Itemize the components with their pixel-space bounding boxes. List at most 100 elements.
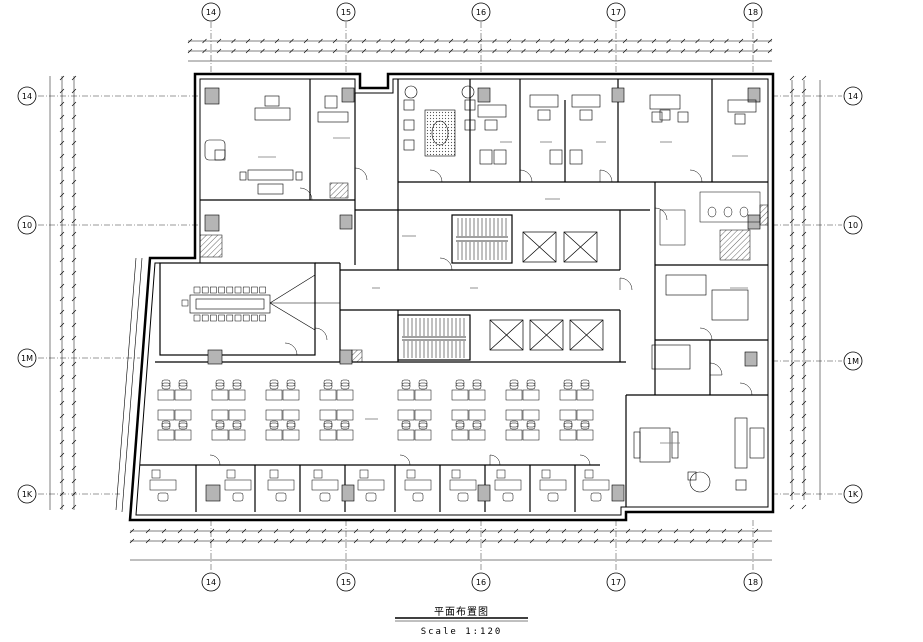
workstation-desk: [174, 429, 192, 441]
conference-chair: [181, 299, 189, 307]
dimension-tick: [529, 538, 535, 544]
workstation-chair: [269, 379, 279, 387]
workstation-chair: [563, 422, 573, 430]
dimension-tick: [337, 538, 343, 544]
dimension-tick: [59, 348, 65, 354]
door-swings: [209, 167, 753, 466]
dimension-tick: [71, 166, 77, 172]
dimension-tick: [59, 101, 65, 107]
dimension-tick: [651, 48, 657, 54]
dimension-tick: [789, 348, 795, 354]
grid-bubble-right: [843, 215, 863, 235]
dimension-tick: [608, 38, 613, 44]
dimension-tick: [789, 166, 795, 172]
dimension-tick: [801, 452, 807, 458]
dimension-tick: [477, 38, 483, 44]
workstation-desk: [559, 409, 577, 421]
workstation-chair: [509, 379, 519, 387]
workstation-chair: [509, 382, 519, 390]
dimension-tick: [579, 48, 584, 54]
dimension-tick: [59, 244, 65, 250]
elevators: [489, 231, 604, 351]
grid-bubble-bottom: [471, 572, 491, 592]
dimension-tick: [71, 361, 77, 367]
dimension-tick: [241, 528, 247, 534]
dimension-tick: [721, 528, 727, 534]
dimension-tick: [789, 75, 795, 81]
dimension-tick: [369, 538, 375, 544]
workstation-desk: [414, 389, 432, 401]
workstation-desk: [397, 389, 415, 401]
dimension-tick: [666, 48, 671, 54]
office-desk: [449, 479, 477, 491]
dimension-tick: [59, 361, 65, 367]
dimension-tick: [71, 374, 77, 380]
dimension-tick: [187, 48, 193, 54]
dimension-tick: [561, 528, 567, 534]
door-swing: [299, 187, 313, 201]
dimension-tick: [801, 361, 807, 367]
workstation-desk: [228, 429, 246, 441]
dimension-tick: [71, 439, 77, 445]
grid-bubble-top: [336, 2, 356, 22]
dimension-tick: [801, 231, 807, 237]
workstation-chair: [472, 420, 482, 428]
dimension-tick: [145, 538, 151, 544]
dimension-tick: [337, 528, 343, 534]
dimension-tick: [593, 38, 599, 44]
dimension-tick: [705, 528, 711, 534]
workstation-desk: [451, 429, 469, 441]
workstation-desk: [174, 409, 192, 421]
dimension-tick: [481, 538, 487, 544]
grid-label-right: 1M: [847, 357, 859, 366]
grid-axes: [38, 22, 842, 572]
dimension-tick: [59, 465, 65, 471]
dimension-tick: [481, 528, 487, 534]
dimension-tick: [801, 270, 807, 276]
grid-label-right: 10: [848, 221, 858, 230]
workstation-chair: [401, 382, 411, 390]
dimension-tick: [289, 528, 295, 534]
dimension-tick: [724, 48, 729, 54]
dimension-tick: [680, 48, 686, 54]
room-tags: [258, 137, 748, 444]
door-swing: [579, 454, 591, 466]
drawing-title: 平面布置图: [434, 607, 489, 618]
grid-label-bottom: 18: [748, 578, 758, 587]
conference-chair: [226, 314, 234, 322]
office-chair: [412, 492, 424, 502]
workstation-chair: [455, 420, 465, 428]
workstation-chair: [563, 382, 573, 390]
dimension-tick: [789, 114, 795, 120]
workstation-desk: [265, 429, 283, 441]
office-chair: [547, 492, 559, 502]
dimension-tick: [59, 192, 65, 198]
dimension-tick: [689, 528, 695, 534]
workstation-chair: [472, 422, 482, 430]
dimension-tick: [216, 48, 222, 54]
dimension-tick: [666, 38, 671, 44]
workstation-desk: [319, 389, 337, 401]
workstation-chair: [340, 420, 350, 428]
dimension-tick: [608, 48, 613, 54]
door-swing: [399, 454, 411, 466]
workstation-desk: [211, 409, 229, 421]
workstation-desk: [522, 389, 540, 401]
dimension-tick: [401, 538, 407, 544]
dimension-tick: [417, 528, 423, 534]
workstation-chair: [563, 379, 573, 387]
dimension-tick: [737, 538, 743, 544]
dimension-tick: [71, 101, 77, 107]
dimension-tick: [535, 48, 541, 54]
workstation-desk: [576, 409, 594, 421]
dimension-tick: [753, 38, 758, 44]
conference-chair: [251, 314, 258, 322]
dimension-tick: [318, 48, 323, 54]
grid-bubble-top: [201, 2, 221, 22]
dimension-tick: [177, 538, 183, 544]
dimension-tick: [767, 48, 773, 54]
dimension-tick: [789, 244, 795, 250]
dimension-tick: [59, 478, 65, 484]
dimension-tick: [550, 48, 555, 54]
office-guest-chair: [451, 469, 461, 479]
